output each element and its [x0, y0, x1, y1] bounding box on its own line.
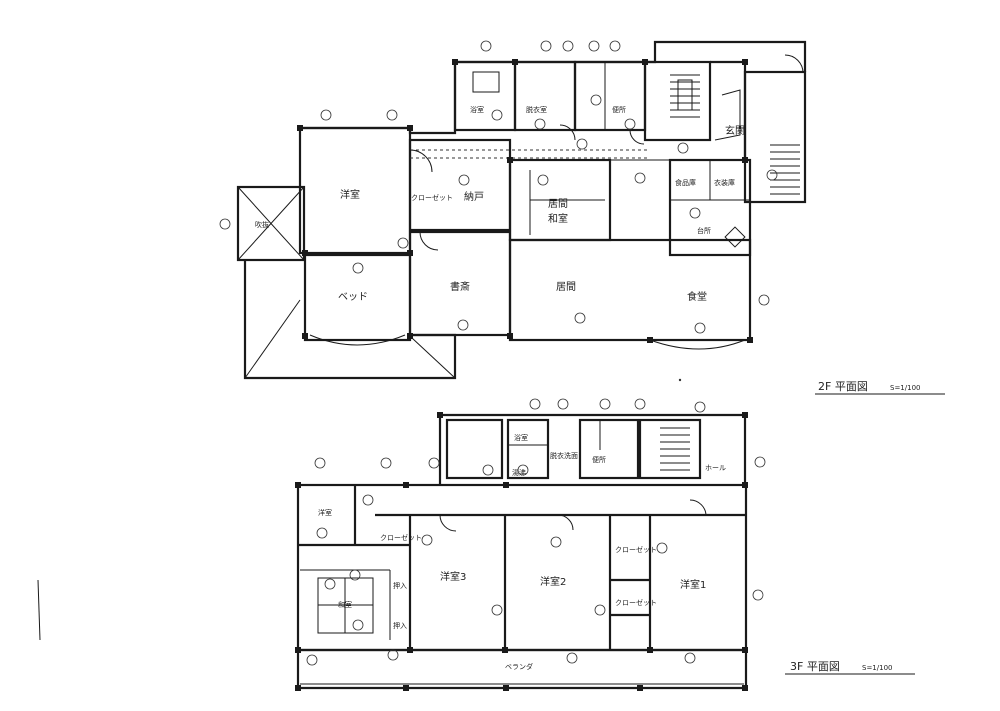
- stair-box: [643, 60, 712, 142]
- toilet-box-3f: [578, 418, 640, 480]
- floor2-scale: S=1/100: [890, 384, 920, 392]
- label-veranda: ベランダ: [505, 662, 533, 671]
- floor3-markers: [306, 398, 766, 666]
- label-closet-c: クローゼット: [615, 598, 657, 607]
- label-study: 書斎: [450, 280, 470, 293]
- floor3-scale: S=1/100: [862, 664, 892, 672]
- label-closet-b: クローゼット: [615, 545, 657, 554]
- floor3-columns: [295, 412, 748, 691]
- label-dressing-3f: 脱衣洗面: [550, 451, 578, 460]
- dressing-box: [513, 60, 577, 132]
- label-japanese-3f: 和室: [338, 600, 352, 609]
- label-bed: ベッド: [338, 291, 368, 303]
- exterior-stairs: [770, 144, 800, 195]
- label-closet-a: クローゼット: [380, 533, 422, 542]
- floor2-title: 2F 平面図: [818, 380, 868, 393]
- void-box: [236, 185, 306, 262]
- storage-box: [408, 138, 512, 232]
- label-hall: ホール: [705, 464, 726, 472]
- label-western-1: 洋室1: [680, 578, 706, 591]
- label-hot-water: 湯沸: [512, 468, 526, 477]
- label-dining: 食堂: [687, 290, 707, 303]
- floor2-markers: [219, 40, 778, 334]
- label-storage: 納戸: [464, 190, 484, 203]
- toilet-box: [573, 60, 647, 132]
- label-western-small: 洋室: [318, 508, 332, 517]
- stair-box-3f: [638, 418, 702, 480]
- label-japanese-1: 居間: [548, 198, 568, 210]
- entry-box: [743, 70, 807, 204]
- label-western-2: 洋室2: [540, 575, 566, 588]
- label-bath-3f: 浴室: [514, 433, 528, 442]
- scan-mark: [37, 579, 41, 641]
- label-oshi-1: 押入: [393, 581, 407, 590]
- floor3-plan: 浴室 脱衣洗面 湯沸 便所 ホール 洋室 クローゼット 洋室3 洋室2 クローゼ…: [295, 398, 915, 691]
- label-wardrobe: 衣装庫: [714, 178, 735, 187]
- label-oshi-2: 押入: [393, 621, 407, 630]
- label-western-room: 洋室: [340, 188, 360, 201]
- living-dining-box: [508, 238, 752, 342]
- label-western-3: 洋室3: [440, 570, 466, 583]
- floor3-title: 3F 平面図: [790, 660, 840, 673]
- label-toilet-2f: 便所: [612, 105, 626, 114]
- floor3-outline: [296, 483, 748, 652]
- label-void: 吹抜: [255, 220, 269, 229]
- label-living: 居間: [556, 281, 576, 293]
- floor2-plan: 洋室 クローゼット 納戸 居間 和室 食品庫 衣装庫 台所 吹抜 ベッド 書斎 …: [219, 40, 945, 395]
- label-kitchen: 台所: [697, 226, 711, 235]
- stair-treads: [670, 74, 700, 118]
- label-entry: 玄関: [725, 124, 745, 137]
- floor2-columns: [297, 59, 753, 343]
- label-toilet-3f: 便所: [592, 455, 606, 464]
- scan-dot: [678, 378, 682, 382]
- label-dressing-2f: 脱衣室: [526, 105, 547, 114]
- label-pantry: 食品庫: [675, 178, 696, 187]
- label-bath-2f: 浴室: [470, 105, 484, 114]
- dressing-box-3f: [506, 418, 550, 480]
- label-closet-2f: クローゼット: [411, 193, 453, 202]
- stair-treads-3f: [660, 427, 690, 471]
- label-japanese-2: 和室: [548, 212, 568, 225]
- bath-box-3f: [445, 418, 504, 480]
